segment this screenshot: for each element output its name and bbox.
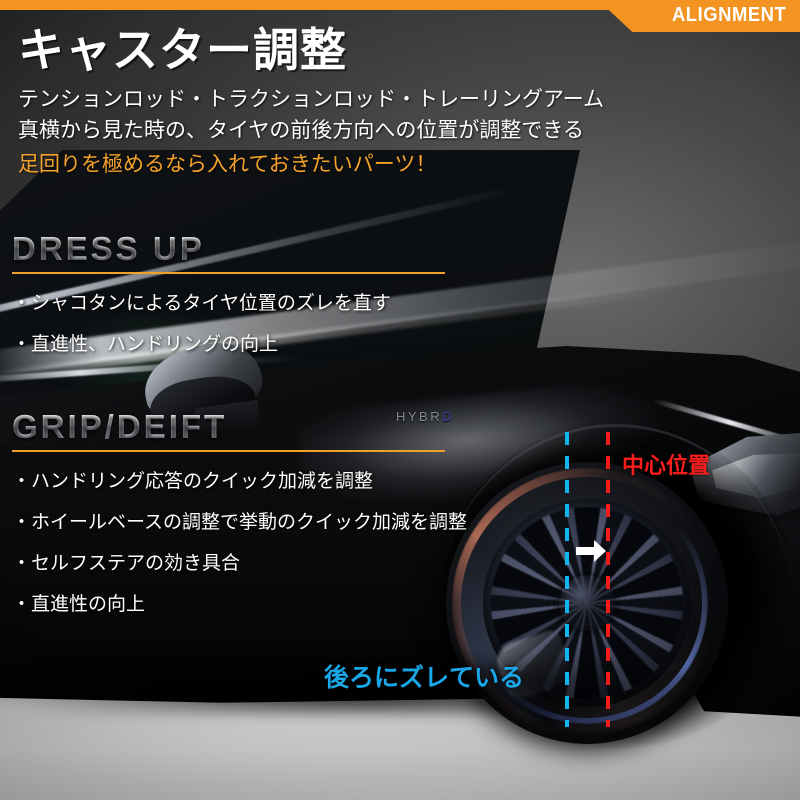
hybrid-emblem: HYBRD (396, 409, 454, 424)
section-dress-up: DRESS UP ・シャコタンによるタイヤ位置のズレを直す ・直進性、ハンドリン… (12, 230, 445, 356)
reference-line-current-cyan (565, 432, 569, 727)
reference-line-center-red (606, 432, 610, 727)
hybrid-emblem-suffix: D (442, 409, 454, 424)
label-center-position: 中心位置 (622, 453, 711, 478)
list-item: ・ハンドリング応答のクイック加減を調整 (12, 471, 374, 492)
hybrid-emblem-prefix: HYBR (396, 409, 442, 424)
subtitle-line-2: 真横から見た時の、タイヤの前後方向への位置が調整できる (18, 119, 584, 142)
section-grip-drift-rule (12, 450, 445, 452)
section-grip-drift: GRIP/DEIFT ・ハンドリング応答のクイック加減を調整 ・ホイールベースの… (12, 408, 467, 616)
list-item: ・シャコタンによるタイヤ位置のズレを直す (12, 293, 391, 314)
section-dress-up-rule (12, 272, 445, 274)
alignment-badge (598, 0, 800, 32)
subtitle-line-1: テンションロッド・トラクションロッド・トレーリングアーム (18, 88, 605, 111)
subtitle-line-3: 足回りを極めるなら入れておきたいパーツ！ (18, 153, 437, 176)
page-title: キャスター調整 (18, 24, 347, 76)
list-item: ・直進性、ハンドリングの向上 (12, 334, 279, 355)
section-grip-drift-heading: GRIP/DEIFT (12, 408, 467, 446)
wheel-arch-lip (436, 424, 796, 744)
shift-direction-arrow-icon (576, 538, 606, 564)
list-item: ・直進性の向上 (12, 594, 146, 615)
car-ground-shadow (0, 654, 800, 714)
list-item: ・ホイールベースの調整で挙動のクイック加減を調整 (12, 512, 468, 533)
label-shifted-rear: 後ろにズレている (324, 664, 525, 692)
section-dress-up-heading: DRESS UP (12, 230, 445, 268)
alignment-badge-label: ALIGNMENT (671, 4, 786, 26)
top-accent-bar (0, 0, 800, 10)
list-item: ・セルフステアの効き具合 (12, 553, 241, 574)
